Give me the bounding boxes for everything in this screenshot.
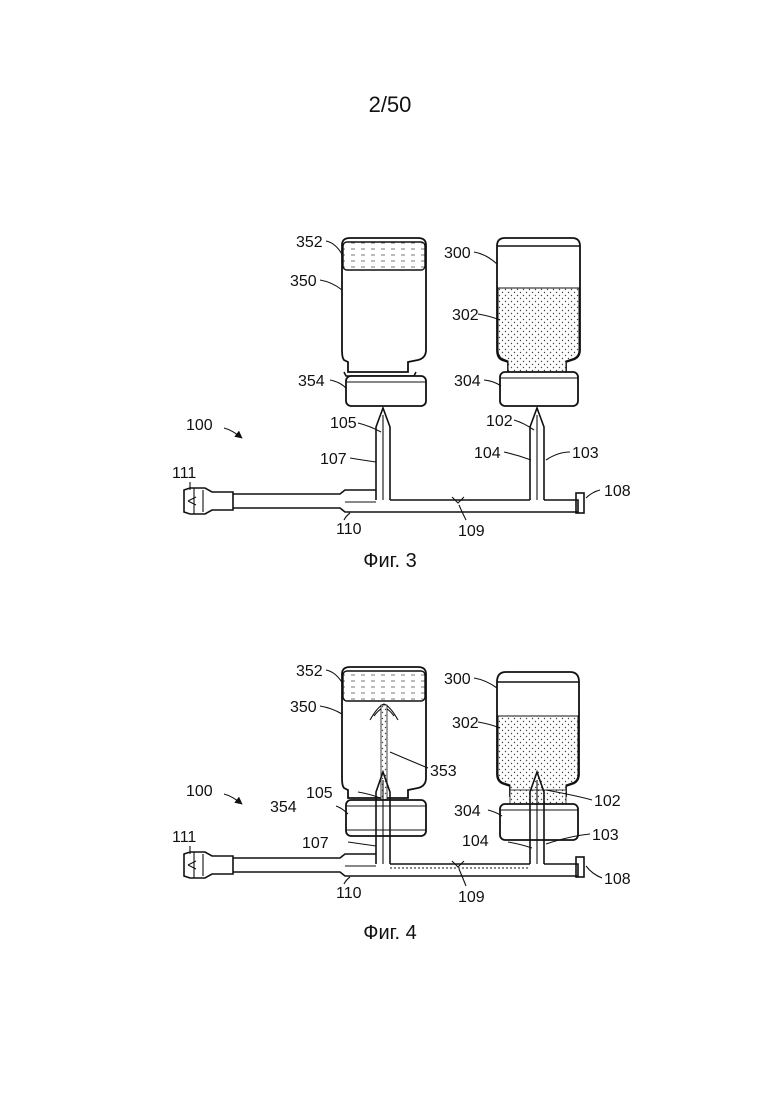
label-103: 103 xyxy=(592,827,619,844)
fluid-path-353 xyxy=(381,705,387,800)
label-107: 107 xyxy=(320,451,347,468)
label-111: 111 xyxy=(172,465,196,482)
label-105: 105 xyxy=(330,415,357,432)
label-300: 300 xyxy=(444,245,471,262)
vial-350 xyxy=(342,667,426,836)
figure-4-caption: Фиг. 4 xyxy=(0,922,780,945)
figure-4-drawing: 352 350 353 354 300 302 304 102 100 105 … xyxy=(0,655,780,915)
label-110: 110 xyxy=(336,521,362,538)
label-107: 107 xyxy=(302,835,329,852)
vial-350-cap-fluid-352 xyxy=(343,242,425,270)
figure-3-caption: Фиг. 3 xyxy=(0,550,780,573)
label-108: 108 xyxy=(604,871,631,888)
label-111: 111 xyxy=(172,829,196,846)
label-350: 350 xyxy=(290,699,317,716)
label-100: 100 xyxy=(186,417,213,434)
vial-300-neck-304 xyxy=(500,372,578,406)
vial-300-powder-302 xyxy=(498,288,579,372)
label-108: 108 xyxy=(604,483,631,500)
label-102: 102 xyxy=(486,413,513,430)
label-350: 350 xyxy=(290,273,317,290)
label-353: 353 xyxy=(430,763,457,780)
label-104: 104 xyxy=(462,833,489,850)
label-354: 354 xyxy=(298,373,325,390)
label-105: 105 xyxy=(306,785,333,802)
label-109: 109 xyxy=(458,889,485,906)
label-103: 103 xyxy=(572,445,599,462)
label-354: 354 xyxy=(270,799,297,816)
label-302: 302 xyxy=(452,307,479,324)
label-100: 100 xyxy=(186,783,213,800)
label-104: 104 xyxy=(474,445,501,462)
vial-350-neck-354 xyxy=(346,376,426,406)
label-302: 302 xyxy=(452,715,479,732)
vial-350-neck-354 xyxy=(346,800,426,836)
label-300: 300 xyxy=(444,671,471,688)
vial-300 xyxy=(497,238,580,406)
figure-3-drawing: 352 350 354 300 302 304 100 105 107 102 … xyxy=(0,220,780,550)
vial-350-cap-fluid-352 xyxy=(343,671,425,701)
label-352: 352 xyxy=(296,234,323,251)
label-102: 102 xyxy=(594,793,621,810)
vial-350 xyxy=(342,238,426,406)
vial-300-neck-304 xyxy=(500,804,578,840)
label-304: 304 xyxy=(454,803,481,820)
vial-300-powder-302 xyxy=(498,716,578,796)
label-110: 110 xyxy=(336,885,362,902)
label-352: 352 xyxy=(296,663,323,680)
label-109: 109 xyxy=(458,523,485,540)
vial-300 xyxy=(497,672,579,840)
page-number: 2/50 xyxy=(0,92,780,118)
label-304: 304 xyxy=(454,373,481,390)
